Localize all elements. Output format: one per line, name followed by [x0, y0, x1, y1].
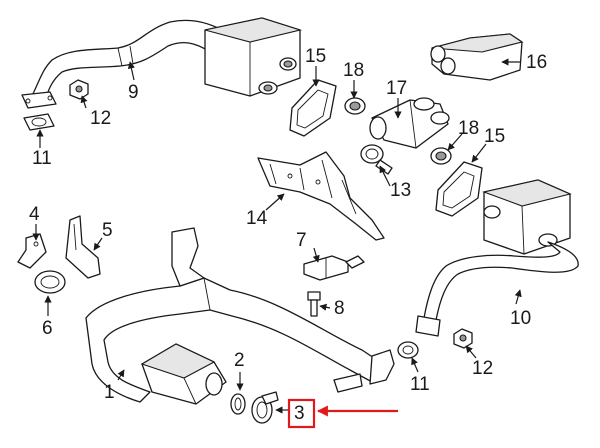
callout-12-lower: 12 — [472, 358, 493, 379]
leader-lines — [32, 58, 522, 414]
part-10-right-tailpipe-muffler — [415, 179, 579, 337]
part-11-lower-gasket — [397, 341, 419, 359]
part-15-lower-gasket — [435, 161, 483, 217]
callout-8: 8 — [334, 298, 345, 319]
callout-18-lower: 18 — [458, 118, 479, 139]
callout-18-upper: 18 — [343, 60, 364, 81]
part-4-bracket — [17, 233, 47, 269]
part-7-hanger — [303, 255, 365, 281]
callout-2: 2 — [234, 350, 245, 371]
part-12-upper-nut — [69, 79, 89, 100]
callout-4: 4 — [29, 204, 40, 225]
callout-6: 6 — [42, 318, 53, 339]
part-13-clamp — [360, 144, 393, 175]
callout-3: 3 — [294, 403, 305, 424]
part-2-gasket — [230, 393, 246, 415]
callout-17: 17 — [386, 78, 407, 99]
part-3-highlight — [287, 398, 398, 429]
part-1-y-pipe-catalytic-converter — [85, 227, 395, 405]
callout-16: 16 — [526, 52, 547, 73]
callout-15-lower: 15 — [484, 126, 505, 147]
callout-5: 5 — [102, 220, 113, 241]
part-3-clamp — [251, 391, 279, 424]
callout-1: 1 — [104, 382, 115, 403]
part-15-upper-gasket — [289, 79, 337, 137]
callout-7: 7 — [296, 230, 307, 251]
part-18-lower-clamp — [430, 147, 452, 165]
part-6-clamp — [34, 270, 66, 294]
part-16-pipe-assembly — [430, 33, 524, 81]
callout-15-upper: 15 — [305, 46, 326, 67]
callout-13: 13 — [390, 180, 411, 201]
callout-labels: 9 12 11 15 18 17 16 18 15 13 14 7 8 10 1… — [29, 46, 547, 424]
part-12-lower-nut — [453, 328, 473, 349]
part-18-upper-clamp — [344, 97, 366, 115]
part-5-bracket — [65, 215, 101, 279]
callout-12-upper: 12 — [90, 108, 111, 129]
highlight-box — [287, 398, 316, 429]
part-9-left-tailpipe-muffler — [21, 17, 303, 109]
callout-9: 9 — [128, 82, 139, 103]
part-14-heat-shield — [257, 151, 385, 241]
callout-11-lower: 11 — [410, 374, 430, 395]
part-8-bolt — [307, 291, 321, 317]
callout-14: 14 — [246, 208, 268, 229]
part-11-upper-gasket — [23, 113, 55, 131]
callout-10: 10 — [510, 308, 531, 329]
part-17-twin-pipe — [369, 97, 450, 149]
callout-11-upper: 11 — [32, 148, 52, 169]
